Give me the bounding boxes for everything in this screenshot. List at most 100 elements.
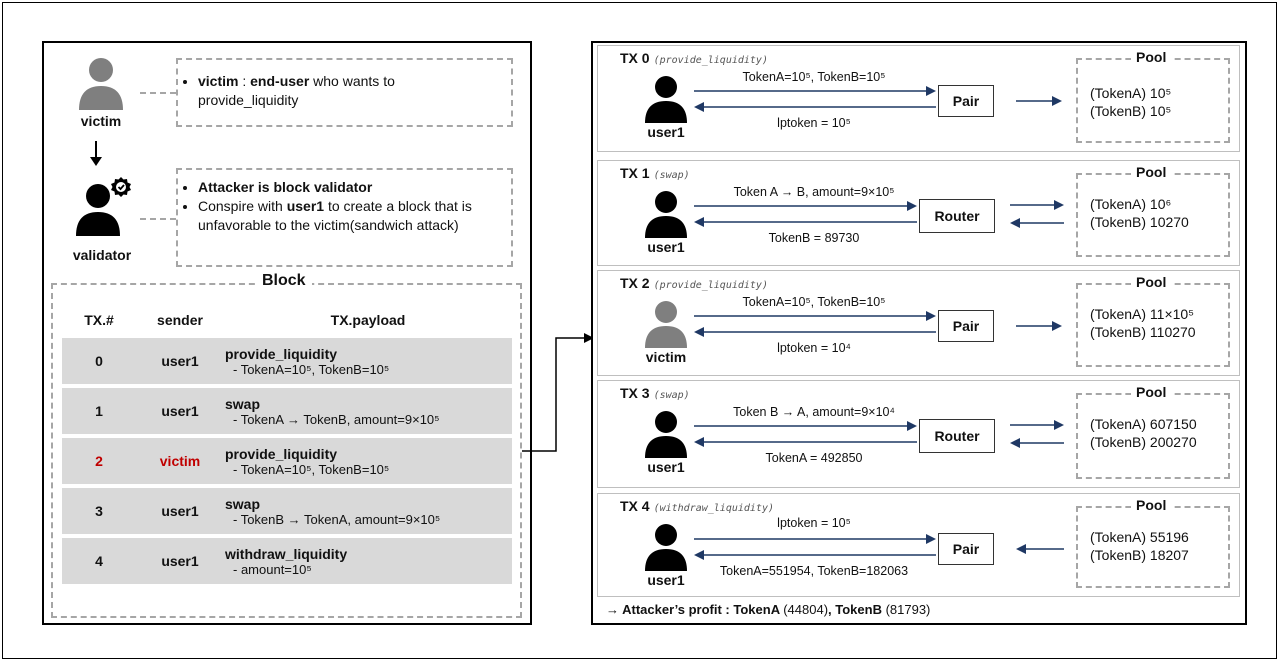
pool-values: (TokenA) 10⁵ (TokenB) 10⁵: [1090, 84, 1171, 120]
top-arrow-label: TokenA=10⁵, TokenB=10⁵: [742, 295, 886, 309]
pool-values: (TokenA) 55196 (TokenB) 18207: [1090, 528, 1189, 564]
payload-args: - amount=10⁵: [233, 561, 312, 577]
tx-arrows: [694, 534, 936, 560]
actor-person-icon: [645, 411, 687, 458]
row-num: 3: [62, 488, 136, 534]
actor-person-icon: [645, 301, 687, 348]
actor-label: user1: [647, 239, 685, 255]
profit-token-b: (81793): [885, 602, 931, 617]
pool-token-b: (TokenB) 18207: [1090, 547, 1189, 563]
payload-name: swap: [225, 395, 261, 412]
bottom-arrow-label: TokenA=551954, TokenB=182063: [719, 564, 909, 578]
profit-mid: , TokenB: [828, 602, 886, 617]
top-arrow-label: Token A → B, amount=9×10⁵: [733, 185, 895, 199]
row-payload: withdraw_liquidity- amount=10⁵: [224, 538, 512, 584]
pool-token-b: (TokenB) 10270: [1090, 214, 1189, 230]
actor-label: user1: [647, 124, 685, 140]
victim-label: victim: [80, 113, 122, 129]
contract-box: Pair: [938, 310, 994, 342]
tx-box: TX 3(swap) user1 Token B → A, amount=9×1…: [597, 380, 1240, 488]
pool-token-b: (TokenB) 10⁵: [1090, 103, 1172, 119]
table-row: 2 victim provide_liquidity- TokenA=10⁵, …: [62, 438, 512, 484]
actor-person-icon: [645, 191, 687, 238]
payload-args: - TokenA=10⁵, TokenB=10⁵: [233, 361, 390, 377]
pool-arrow: [1010, 200, 1064, 228]
tx-function: (swap): [653, 170, 690, 181]
row-sender: victim: [136, 438, 224, 484]
tx-title: TX 1(swap): [620, 165, 690, 181]
profit-token-a: (44804): [783, 602, 829, 617]
tx-number: TX 1: [620, 165, 650, 181]
row-payload: swap- TokenB → TokenA, amount=9×10⁵: [224, 488, 512, 534]
actor-label: user1: [647, 459, 685, 475]
top-arrow-label: Token B → A, amount=9×10⁴: [733, 405, 895, 419]
down-arrow: [90, 141, 102, 166]
tx-number: TX 4: [620, 498, 650, 514]
block-table: TX.# sender TX.payload 0 user1 provide_l…: [62, 302, 512, 588]
contract-box: Router: [919, 199, 995, 233]
row-num: 0: [62, 338, 136, 384]
victim-person-icon: [79, 58, 123, 110]
bottom-arrow-label: TokenA = 492850: [765, 451, 863, 465]
header-payload: TX.payload: [330, 312, 406, 328]
validator-label: validator: [72, 247, 132, 263]
contract-box: Pair: [938, 85, 994, 117]
pool-title: Pool: [1131, 384, 1172, 400]
payload-name: withdraw_liquidity: [225, 545, 348, 562]
pool-token-a: (TokenA) 10⁶: [1090, 196, 1172, 212]
tx-box: TX 0(provide_liquidity) user1 TokenA=10⁵…: [597, 45, 1240, 152]
bottom-arrow-label: lptoken = 10⁴: [777, 341, 851, 355]
pool-title: Pool: [1131, 497, 1172, 513]
victim-desc-text: who wants to provide_liquidity: [198, 73, 395, 108]
pool-arrow: [1016, 321, 1062, 331]
attacker-profit: → Attacker’s profit : TokenA (44804), To…: [606, 602, 930, 617]
tx-function: (withdraw_liquidity): [653, 503, 774, 514]
top-arrow-label: lptoken = 10⁵: [777, 516, 851, 530]
pool-title: Pool: [1131, 164, 1172, 180]
pool-token-a: (TokenA) 607150: [1090, 416, 1197, 432]
row-num: 2: [62, 438, 136, 484]
validator-desc-user: user1: [286, 198, 325, 214]
contract-box: Pair: [938, 533, 994, 565]
tx-number: TX 3: [620, 385, 650, 401]
pool-title: Pool: [1131, 274, 1172, 290]
block-table-header: TX.# sender TX.payload: [62, 306, 512, 334]
pool-token-a: (TokenA) 55196: [1090, 529, 1189, 545]
tx-arrows: [694, 311, 936, 337]
row-payload: provide_liquidity- TokenA=10⁵, TokenB=10…: [224, 338, 512, 384]
header-tx-num: TX.#: [84, 312, 114, 328]
table-row: 3 user1 swap- TokenB → TokenA, amount=9×…: [62, 488, 512, 534]
tx-function: (provide_liquidity): [653, 55, 768, 66]
row-num: 4: [62, 538, 136, 584]
contract-box: Router: [919, 419, 995, 453]
block-to-txs-arrow: [522, 333, 594, 452]
row-num: 1: [62, 388, 136, 434]
victim-desc: victim : end-user who wants to provide_l…: [180, 72, 498, 110]
payload-args: - TokenA=10⁵, TokenB=10⁵: [233, 461, 390, 477]
pool-values: (TokenA) 10⁶ (TokenB) 10270: [1090, 195, 1189, 231]
actor-person-icon: [645, 524, 687, 571]
validator-desc-line1: Attacker is block validator: [198, 178, 498, 197]
tx-box: TX 4(withdraw_liquidity) user1 lptoken =…: [597, 493, 1240, 597]
tx-arrows: [694, 86, 936, 112]
victim-desc-term2: end-user: [250, 73, 310, 89]
validator-connector: [140, 218, 176, 220]
row-payload: swap- TokenA → TokenB, amount=9×10⁵: [224, 388, 512, 434]
actor-person-icon: [645, 76, 687, 123]
payload-name: swap: [225, 495, 261, 512]
tx-number: TX 2: [620, 275, 650, 291]
verified-badge-icon: [111, 177, 131, 197]
pool-arrow: [1010, 420, 1064, 448]
table-row: 4 user1 withdraw_liquidity- amount=10⁵: [62, 538, 512, 584]
tx-box: TX 1(swap) user1 Token A → B, amount=9×1…: [597, 160, 1240, 266]
top-arrow-label: TokenA=10⁵, TokenB=10⁵: [742, 70, 886, 84]
table-row: 1 user1 swap- TokenA → TokenB, amount=9×…: [62, 388, 512, 434]
table-row: 0 user1 provide_liquidity- TokenA=10⁵, T…: [62, 338, 512, 384]
tx-function: (provide_liquidity): [653, 280, 768, 291]
tx-title: TX 2(provide_liquidity): [620, 275, 768, 291]
row-sender: user1: [136, 538, 224, 584]
payload-name: provide_liquidity: [225, 445, 338, 462]
row-sender: user1: [136, 488, 224, 534]
victim-desc-sep: :: [238, 73, 251, 89]
